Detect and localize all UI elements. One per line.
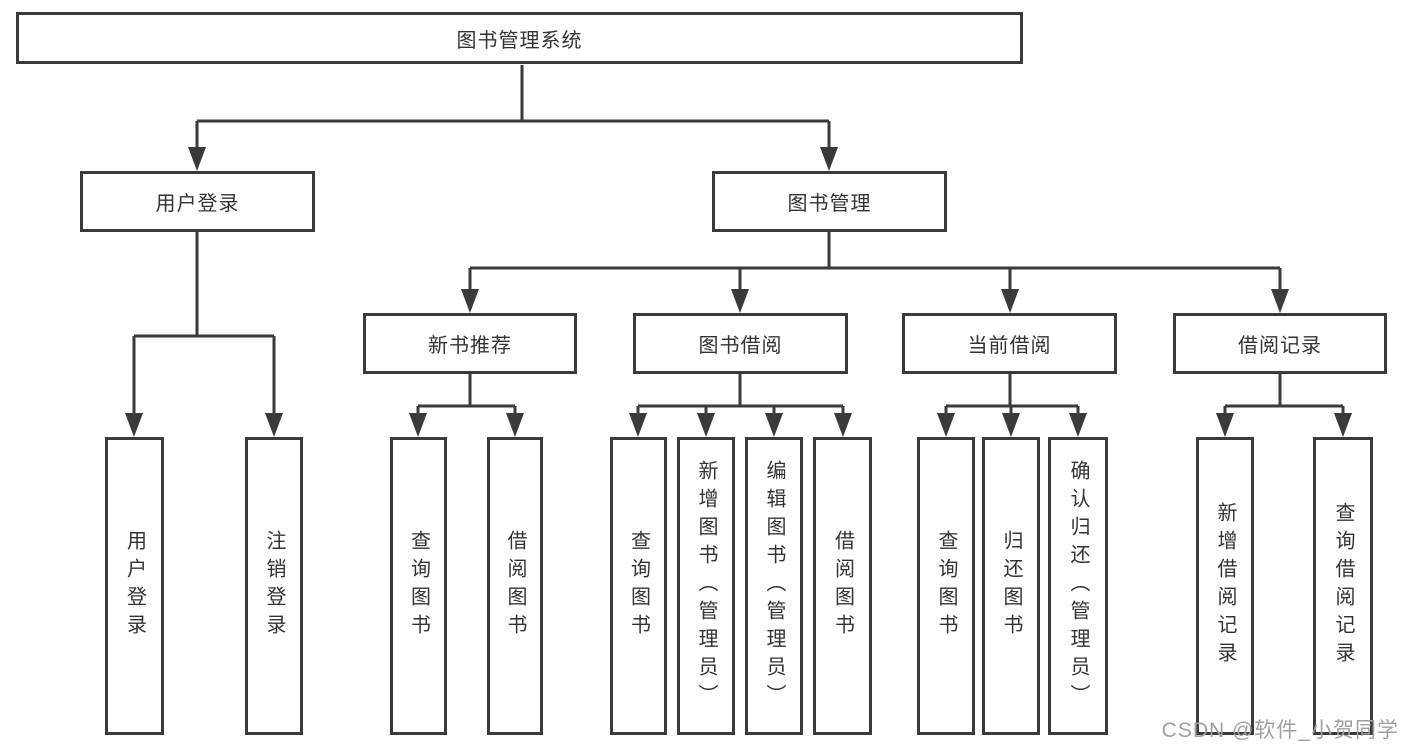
leaf-user-login: 用户登录 — [105, 437, 164, 735]
leaf-add-books-admin: 新增图书（管理员） — [677, 437, 735, 735]
leaf-query-books-recommend: 查询图书 — [390, 437, 447, 735]
leaf-query-borrow-record-label: 查询借阅记录 — [1332, 502, 1354, 670]
leaf-add-borrow-record: 新增借阅记录 — [1196, 437, 1254, 735]
leaf-edit-books-admin-label: 编辑图书（管理员） — [763, 460, 785, 712]
leaf-borrow-books-borrow-label: 借阅图书 — [831, 530, 854, 642]
node-current-borrow: 当前借阅 — [902, 313, 1117, 374]
leaf-query-books-borrow: 查询图书 — [610, 437, 667, 735]
leaf-edit-books-admin: 编辑图书（管理员） — [745, 437, 803, 735]
leaf-add-books-admin-label: 新增图书（管理员） — [695, 460, 717, 712]
node-book-borrow-label: 图书借阅 — [698, 335, 783, 357]
leaf-query-books-current: 查询图书 — [917, 437, 975, 735]
node-system-root-label: 图书管理系统 — [456, 29, 583, 52]
node-book-borrow: 图书借阅 — [633, 313, 848, 374]
leaf-return-books: 归还图书 — [982, 437, 1040, 735]
leaf-query-books-current-label: 查询图书 — [935, 530, 957, 642]
leaf-borrow-books-recommend: 借阅图书 — [487, 437, 543, 735]
leaf-query-books-recommend-label: 查询图书 — [407, 530, 430, 642]
node-user-login: 用户登录 — [80, 171, 315, 232]
leaf-return-books-label: 归还图书 — [1000, 530, 1022, 642]
leaf-query-books-borrow-label: 查询图书 — [627, 530, 650, 642]
node-current-borrow-label: 当前借阅 — [967, 335, 1052, 357]
leaf-user-login-label: 用户登录 — [123, 530, 146, 642]
node-book-management-label: 图书管理 — [787, 193, 872, 215]
node-borrow-records: 借阅记录 — [1173, 313, 1387, 374]
leaf-borrow-books-recommend-label: 借阅图书 — [504, 530, 526, 642]
node-new-book-recommend: 新书推荐 — [363, 313, 577, 374]
leaf-query-borrow-record: 查询借阅记录 — [1313, 437, 1373, 735]
leaf-logout: 注销登录 — [245, 437, 303, 735]
leaf-borrow-books-borrow: 借阅图书 — [813, 437, 872, 735]
node-book-management: 图书管理 — [712, 171, 947, 232]
node-borrow-records-label: 借阅记录 — [1238, 335, 1322, 357]
node-system-root: 图书管理系统 — [16, 12, 1023, 64]
node-user-login-label: 用户登录 — [155, 193, 240, 215]
leaf-confirm-return-admin-label: 确认归还（管理员） — [1067, 460, 1089, 712]
leaf-logout-label: 注销登录 — [263, 530, 285, 642]
leaf-add-borrow-record-label: 新增借阅记录 — [1214, 502, 1236, 670]
leaf-confirm-return-admin: 确认归还（管理员） — [1048, 437, 1108, 735]
csdn-watermark: CSDN @软件_小贺同学 — [1161, 719, 1399, 742]
node-new-book-recommend-label: 新书推荐 — [428, 335, 512, 357]
